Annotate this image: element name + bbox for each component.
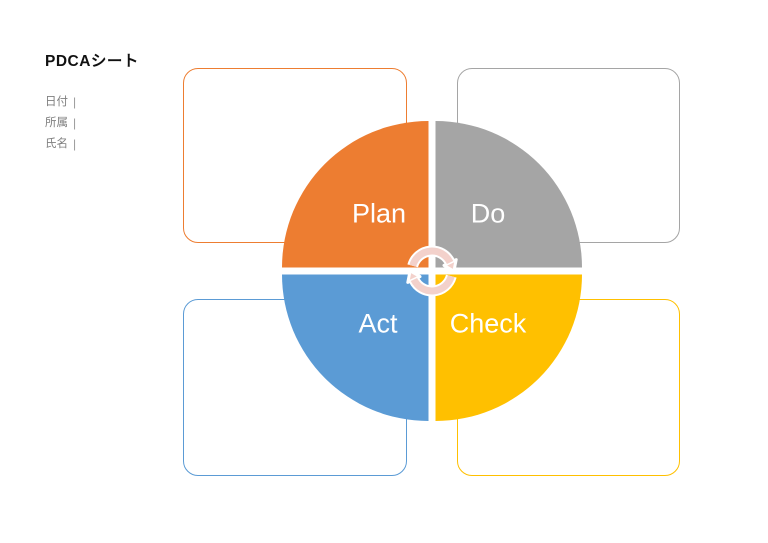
quadrant-label-plan: Plan bbox=[351, 198, 407, 229]
page-title: PDCAシート bbox=[45, 53, 139, 70]
cycle-arrow-top bbox=[407, 245, 458, 273]
name-field-row: 氏名 | bbox=[45, 134, 81, 155]
quadrant-label-act: Act bbox=[358, 308, 398, 339]
name-field-separator: | bbox=[73, 137, 77, 151]
department-field-label: 所属 bbox=[45, 117, 68, 129]
name-field-label: 氏名 bbox=[45, 138, 68, 150]
cycle-arrow-bottom bbox=[406, 269, 457, 297]
date-field-label: 日付 bbox=[45, 96, 68, 108]
quadrant-label-do: Do bbox=[470, 198, 506, 229]
date-field-separator: | bbox=[73, 95, 77, 109]
date-field-row: 日付 | bbox=[45, 92, 81, 113]
meta-list: 日付 | 所属 | 氏名 | bbox=[45, 92, 81, 155]
department-field-row: 所属 | bbox=[45, 113, 81, 134]
department-field-separator: | bbox=[73, 116, 77, 130]
quadrant-label-check: Check bbox=[449, 308, 527, 339]
cycle-arrows-icon bbox=[406, 245, 458, 297]
